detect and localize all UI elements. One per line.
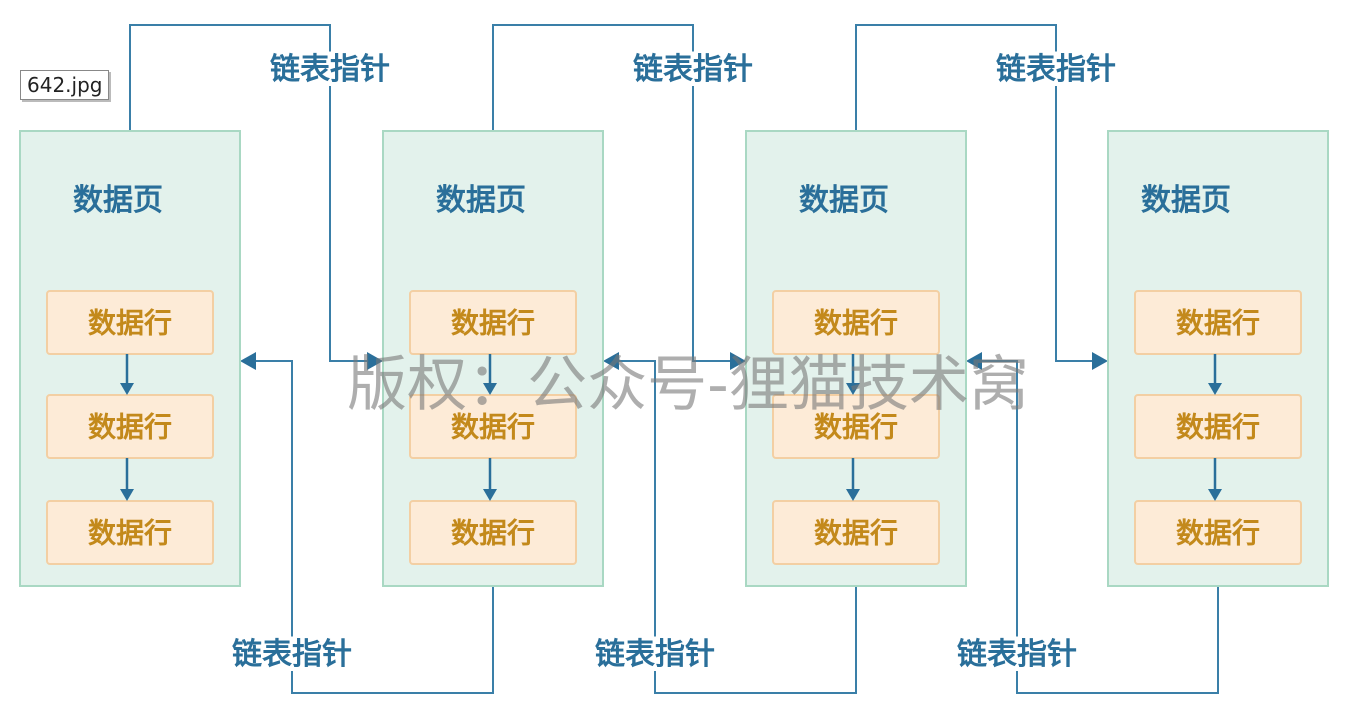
data-row-box [1134, 394, 1302, 459]
row-order-arrowhead [1208, 489, 1222, 501]
data-row-label: 数据行 [451, 307, 535, 340]
data-row-box [46, 290, 214, 355]
prev-pointer-line [617, 360, 857, 694]
pointer-links-layer: 链表指针链表指针链表指针链表指针链表指针链表指针 [129, 24, 1219, 694]
data-row-box [772, 290, 940, 355]
data-row: 数据行 [409, 290, 577, 355]
data-row-box [772, 394, 940, 459]
row-order-arrowhead [120, 489, 134, 501]
data-row-box [46, 394, 214, 459]
data-row: 数据行 [46, 500, 214, 565]
data-row-label: 数据行 [88, 411, 172, 444]
data-row-label: 数据行 [451, 517, 535, 550]
watermark-text: 版权：公众号-狸猫技术窝 [347, 350, 1029, 420]
next-pointer-label: 链表指针 [633, 52, 753, 87]
prev-pointer-arrowhead [603, 352, 619, 370]
data-page-title: 数据页 [799, 183, 889, 218]
row-order-arrowhead [846, 383, 860, 395]
row-order-arrowhead [483, 383, 497, 395]
data-row-box [1134, 500, 1302, 565]
next-pointer-arrowhead [1092, 352, 1108, 370]
data-row: 数据行 [409, 394, 577, 459]
prev-pointer-label: 链表指针 [957, 637, 1077, 672]
data-row-label: 数据行 [1176, 307, 1260, 340]
data-page-title: 数据页 [73, 183, 163, 218]
data-row: 数据行 [46, 394, 214, 459]
data-row-box [409, 290, 577, 355]
data-row: 数据行 [772, 290, 940, 355]
prev-page-pointer-2: 链表指针 [591, 352, 857, 694]
data-row-box [409, 394, 577, 459]
prev-pointer-arrowhead [240, 352, 256, 370]
prev-pointer-label: 链表指针 [595, 637, 715, 672]
pages-layer: 数据页数据行数据行数据行数据页数据行数据行数据行数据页数据行数据行数据行数据页数… [19, 130, 1329, 587]
data-row-label: 数据行 [1176, 411, 1260, 444]
next-pointer-label: 链表指针 [270, 52, 390, 87]
data-row-label: 数据行 [1176, 517, 1260, 550]
next-pointer-arrowhead [367, 352, 383, 370]
data-row-label: 数据行 [814, 411, 898, 444]
data-row-label: 数据行 [451, 411, 535, 444]
row-order-arrowhead [1208, 383, 1222, 395]
data-row: 数据行 [1134, 500, 1302, 565]
next-pointer-line [855, 24, 1094, 362]
next-pointer-line [492, 24, 732, 362]
next-page-pointer-2: 链表指针 [492, 24, 757, 370]
data-row-box [772, 500, 940, 565]
next-page-pointer-3: 链表指针 [855, 24, 1120, 370]
data-page-title: 数据页 [436, 183, 526, 218]
data-row-label: 数据行 [814, 307, 898, 340]
prev-pointer-line [980, 360, 1219, 694]
data-row-label: 数据行 [814, 517, 898, 550]
data-row-box [409, 500, 577, 565]
row-order-arrowhead [846, 489, 860, 501]
data-row: 数据行 [772, 500, 940, 565]
data-row: 数据行 [46, 290, 214, 355]
prev-pointer-line [254, 360, 494, 694]
prev-page-pointer-3: 链表指针 [953, 352, 1219, 694]
data-row: 数据行 [772, 394, 940, 459]
prev-pointer-arrowhead [966, 352, 982, 370]
data-row: 数据行 [409, 500, 577, 565]
row-order-arrowhead [120, 383, 134, 395]
prev-page-pointer-1: 链表指针 [228, 352, 494, 694]
row-order-arrowhead [483, 489, 497, 501]
next-page-pointer-1: 链表指针 [129, 24, 394, 370]
data-row-box [46, 500, 214, 565]
data-row-label: 数据行 [88, 517, 172, 550]
data-page-title: 数据页 [1141, 183, 1231, 218]
file-name-tag: 642.jpg [20, 70, 110, 100]
next-pointer-line [129, 24, 369, 362]
next-pointer-label: 链表指针 [996, 52, 1116, 87]
data-row: 数据行 [1134, 290, 1302, 355]
data-row-label: 数据行 [88, 307, 172, 340]
prev-pointer-label: 链表指针 [232, 637, 352, 672]
data-row: 数据行 [1134, 394, 1302, 459]
data-row-box [1134, 290, 1302, 355]
next-pointer-arrowhead [730, 352, 746, 370]
